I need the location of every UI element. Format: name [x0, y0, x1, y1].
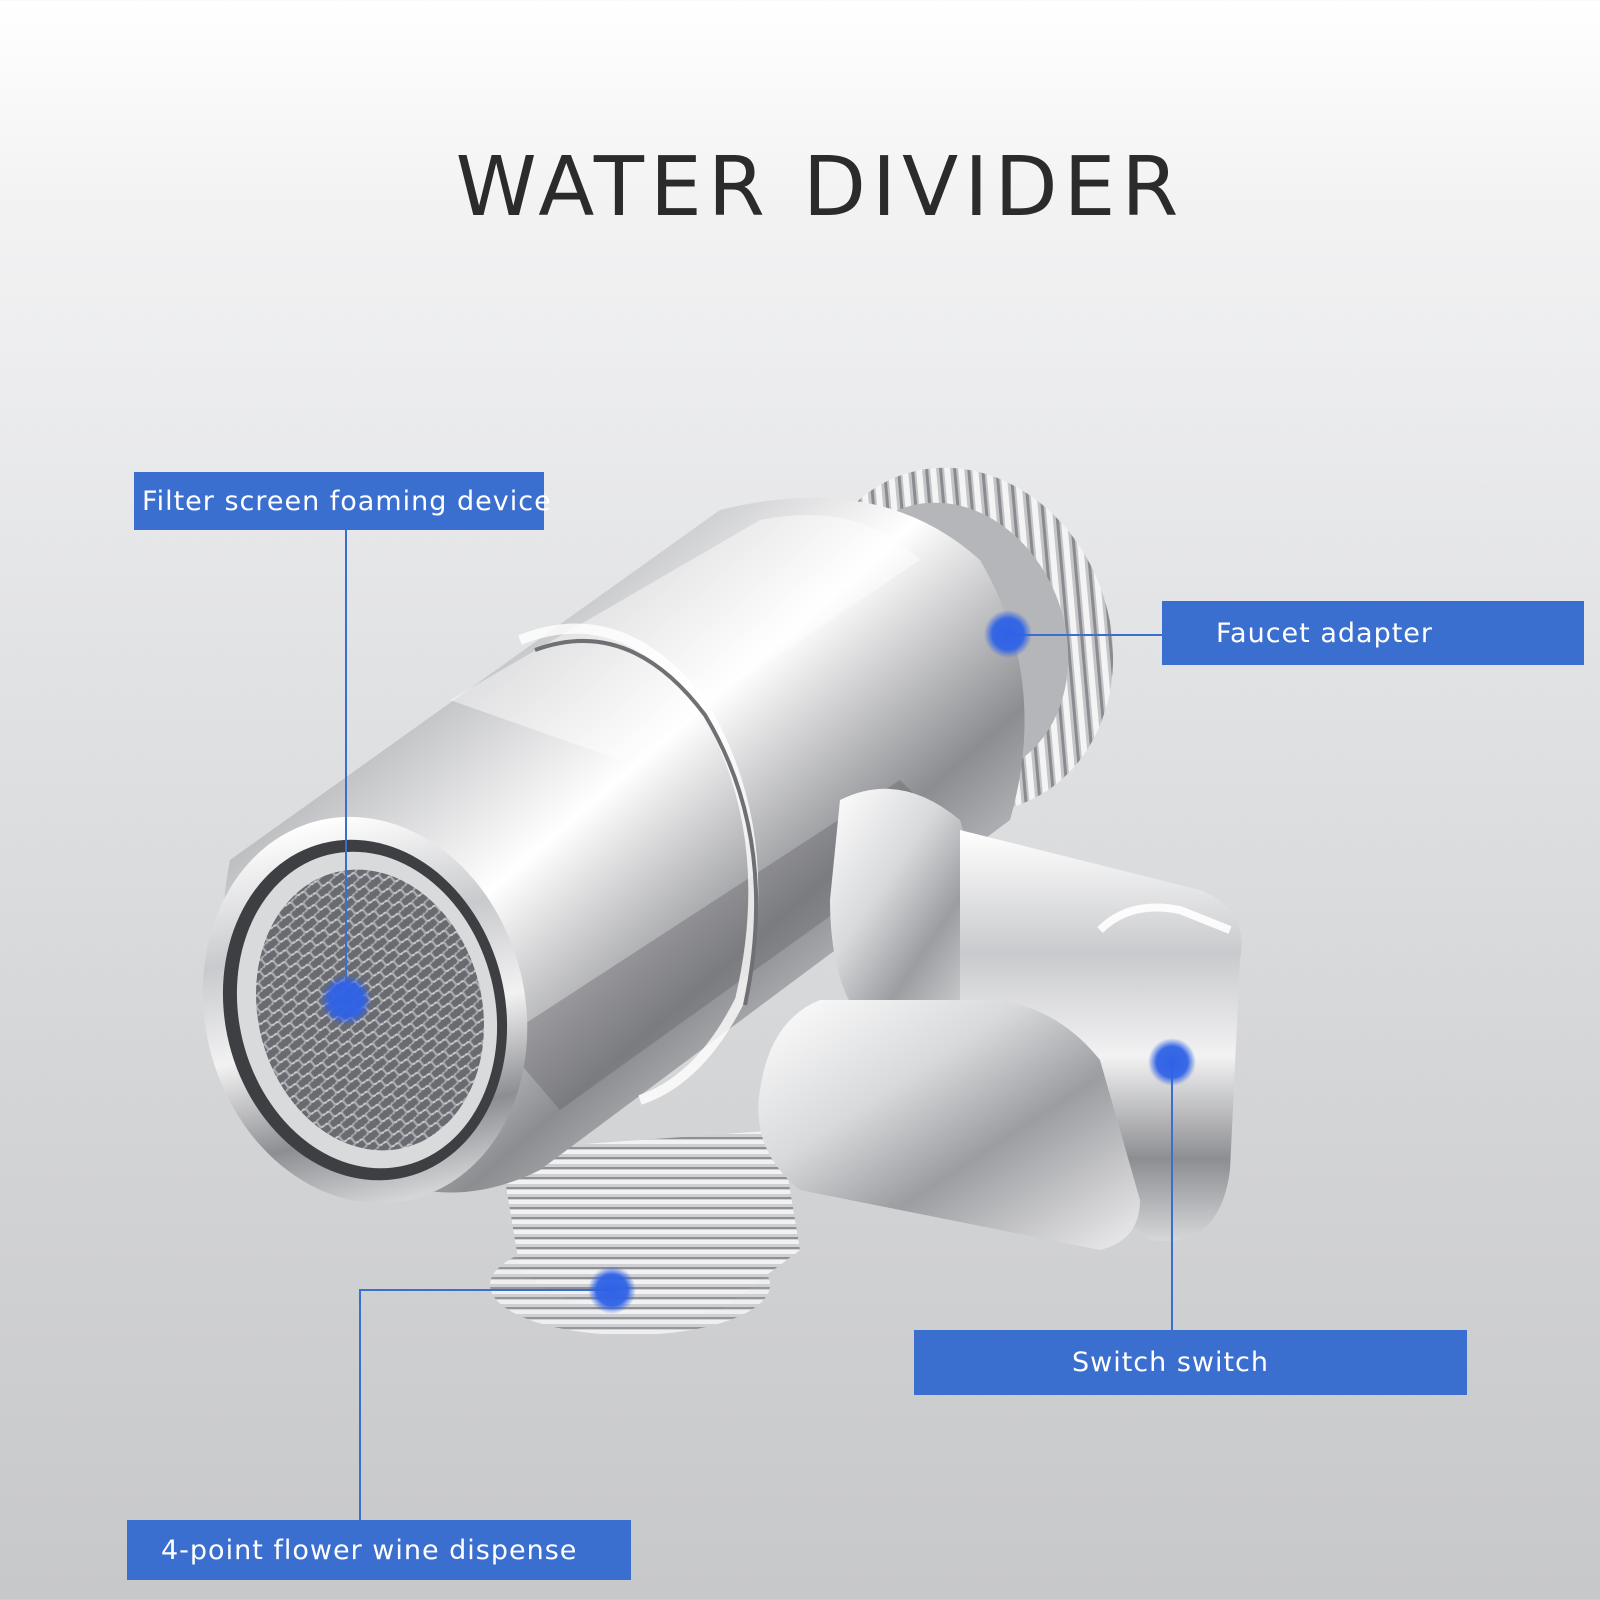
product-title: WATER DIVIDER [455, 140, 1185, 235]
faucet-adapter-label: Faucet adapter [1162, 601, 1584, 665]
filter-screen-label: Filter screen foaming device [134, 472, 551, 530]
switch-handle-stem [830, 788, 1000, 1040]
switch-label: Switch switch [914, 1330, 1467, 1395]
flower-dispense-label: 4-point flower wine dispense [127, 1520, 631, 1580]
